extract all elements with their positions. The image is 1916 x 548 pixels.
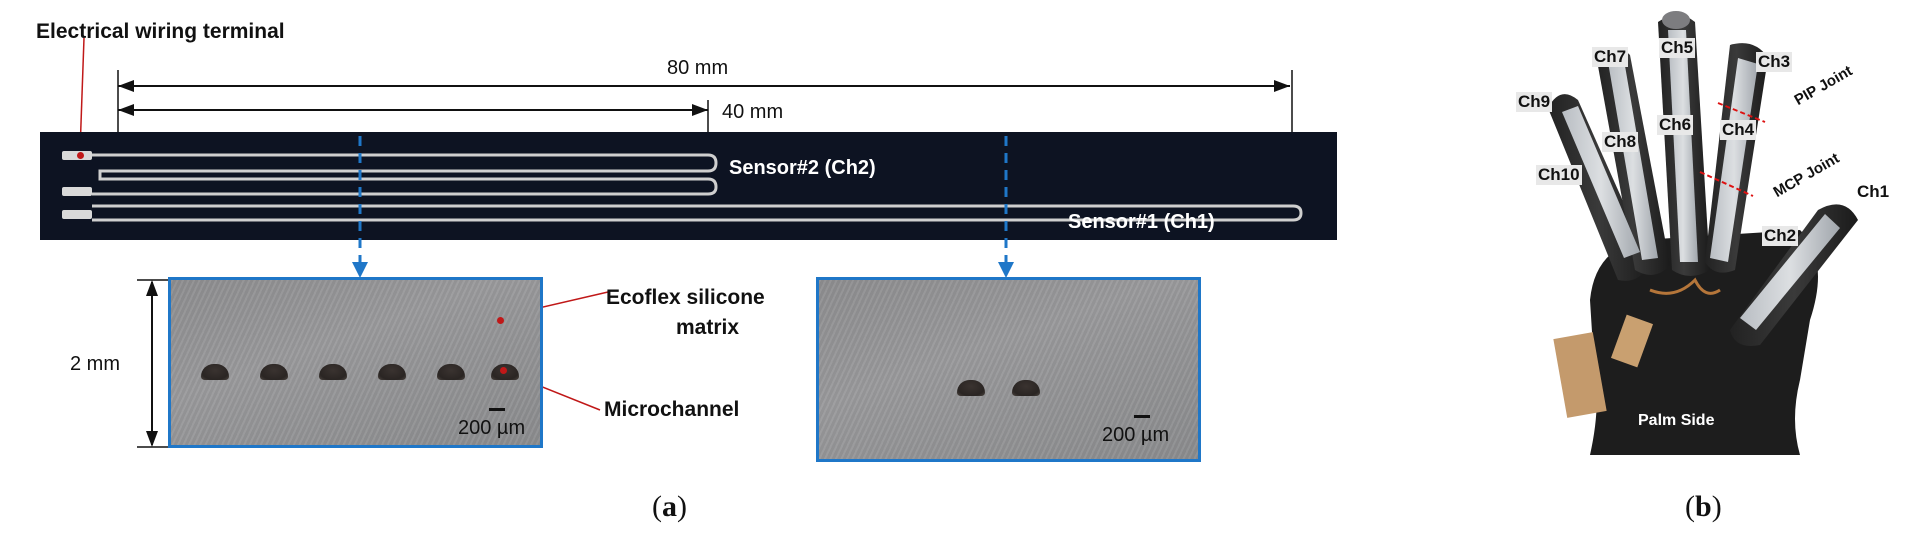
sensor-strip-photo xyxy=(40,132,1337,240)
scale-bar xyxy=(489,408,505,411)
sensor-glove-photo xyxy=(1548,11,1858,455)
channel-label-ch10: Ch10 xyxy=(1536,165,1582,185)
palm-side-label: Palm Side xyxy=(1638,412,1715,429)
channel-label-ch2: Ch2 xyxy=(1762,226,1799,246)
ecoflex-label-line1: Ecoflex silicone xyxy=(606,286,765,309)
sensor1-label: Sensor#1 (Ch1) xyxy=(1068,211,1215,233)
dim-40-mm-label: 40 mm xyxy=(722,101,784,123)
sensor2-label: Sensor#2 (Ch2) xyxy=(729,157,876,179)
electrical-wiring-terminal-label: Electrical wiring terminal xyxy=(36,20,285,43)
channel-label-ch6: Ch6 xyxy=(1657,115,1694,135)
terminal-callout-dot xyxy=(77,152,84,159)
scale-bar xyxy=(1134,415,1150,418)
microchannel-label: Microchannel xyxy=(604,398,740,421)
microchannel xyxy=(437,364,465,380)
microchannel xyxy=(378,364,406,380)
microchannel xyxy=(957,380,985,396)
channel-label-ch7: Ch7 xyxy=(1592,47,1629,67)
dim-2-mm-label: 2 mm xyxy=(70,353,120,375)
microchannel xyxy=(260,364,288,380)
channel-label-ch3: Ch3 xyxy=(1756,52,1793,72)
channel-label-ch8: Ch8 xyxy=(1602,132,1639,152)
caption-b: (b) xyxy=(1685,490,1722,523)
dim-80-mm-label: 80 mm xyxy=(667,57,729,79)
channel-label-ch4: Ch4 xyxy=(1720,120,1757,140)
caption-a: (a) xyxy=(652,490,687,523)
microchannel-callout-dot xyxy=(500,367,507,374)
ecoflex-callout-dot xyxy=(497,317,504,324)
cross-section-micrograph-left: 200 µm xyxy=(168,277,543,448)
channel-label-ch9: Ch9 xyxy=(1516,92,1553,112)
ecoflex-label-line2: matrix xyxy=(676,316,740,339)
microchannel xyxy=(1012,380,1040,396)
channel-label-ch1: Ch1 xyxy=(1857,182,1890,201)
microchannel xyxy=(201,364,229,380)
scale-bar-label: 200 µm xyxy=(458,417,526,439)
channel-label-ch5: Ch5 xyxy=(1659,38,1696,58)
cross-section-micrograph-right: 200 µm xyxy=(816,277,1201,462)
scale-bar-label: 200 µm xyxy=(1102,424,1170,446)
microchannel xyxy=(319,364,347,380)
